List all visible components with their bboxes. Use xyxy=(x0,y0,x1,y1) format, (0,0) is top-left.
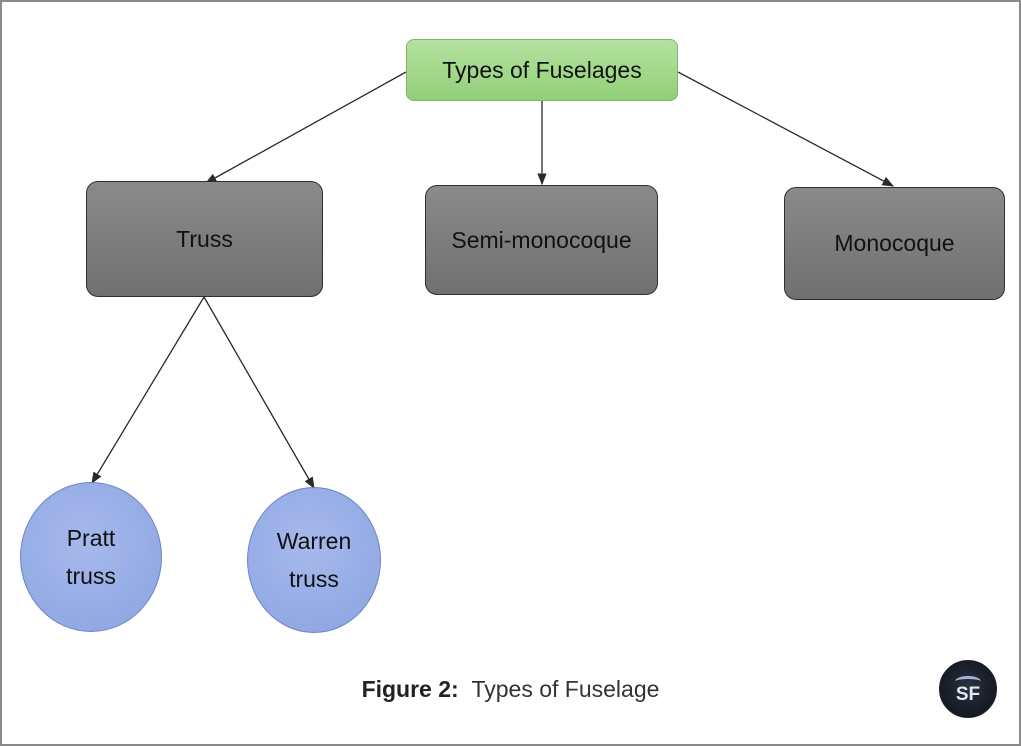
root-node-types-of-fuselages: Types of Fuselages xyxy=(406,39,678,101)
book-icon xyxy=(955,675,981,687)
node-truss: Truss xyxy=(86,181,323,297)
node-pratt-truss-line1: Pratt xyxy=(66,525,116,551)
node-semi-monocoque-label: Semi-monocoque xyxy=(451,226,632,253)
figure-title: Types of Fuselage xyxy=(471,676,660,702)
figure-caption: Figure 2: Types of Fuselage xyxy=(0,676,1021,703)
node-semi-monocoque: Semi-monocoque xyxy=(425,185,658,295)
node-warren-truss: Warren truss xyxy=(247,487,381,633)
node-monocoque: Monocoque xyxy=(784,187,1005,300)
connector-root-truss xyxy=(204,71,407,184)
logo-text: SF xyxy=(955,683,981,705)
root-node-label: Types of Fuselages xyxy=(442,56,642,83)
connector-root-monocoque xyxy=(677,71,895,187)
node-warren-truss-line1: Warren xyxy=(276,528,352,554)
node-pratt-truss-line2: truss xyxy=(66,563,116,589)
connector-truss-pratt xyxy=(91,296,205,485)
connector-truss-warren xyxy=(203,296,315,490)
figure-label: Figure 2: xyxy=(361,676,459,702)
node-warren-truss-line2: truss xyxy=(289,566,339,592)
node-pratt-truss: Pratt truss xyxy=(20,482,162,632)
sf-logo-icon: SF xyxy=(939,660,997,718)
node-truss-label: Truss xyxy=(176,225,233,252)
node-monocoque-label: Monocoque xyxy=(834,230,955,256)
